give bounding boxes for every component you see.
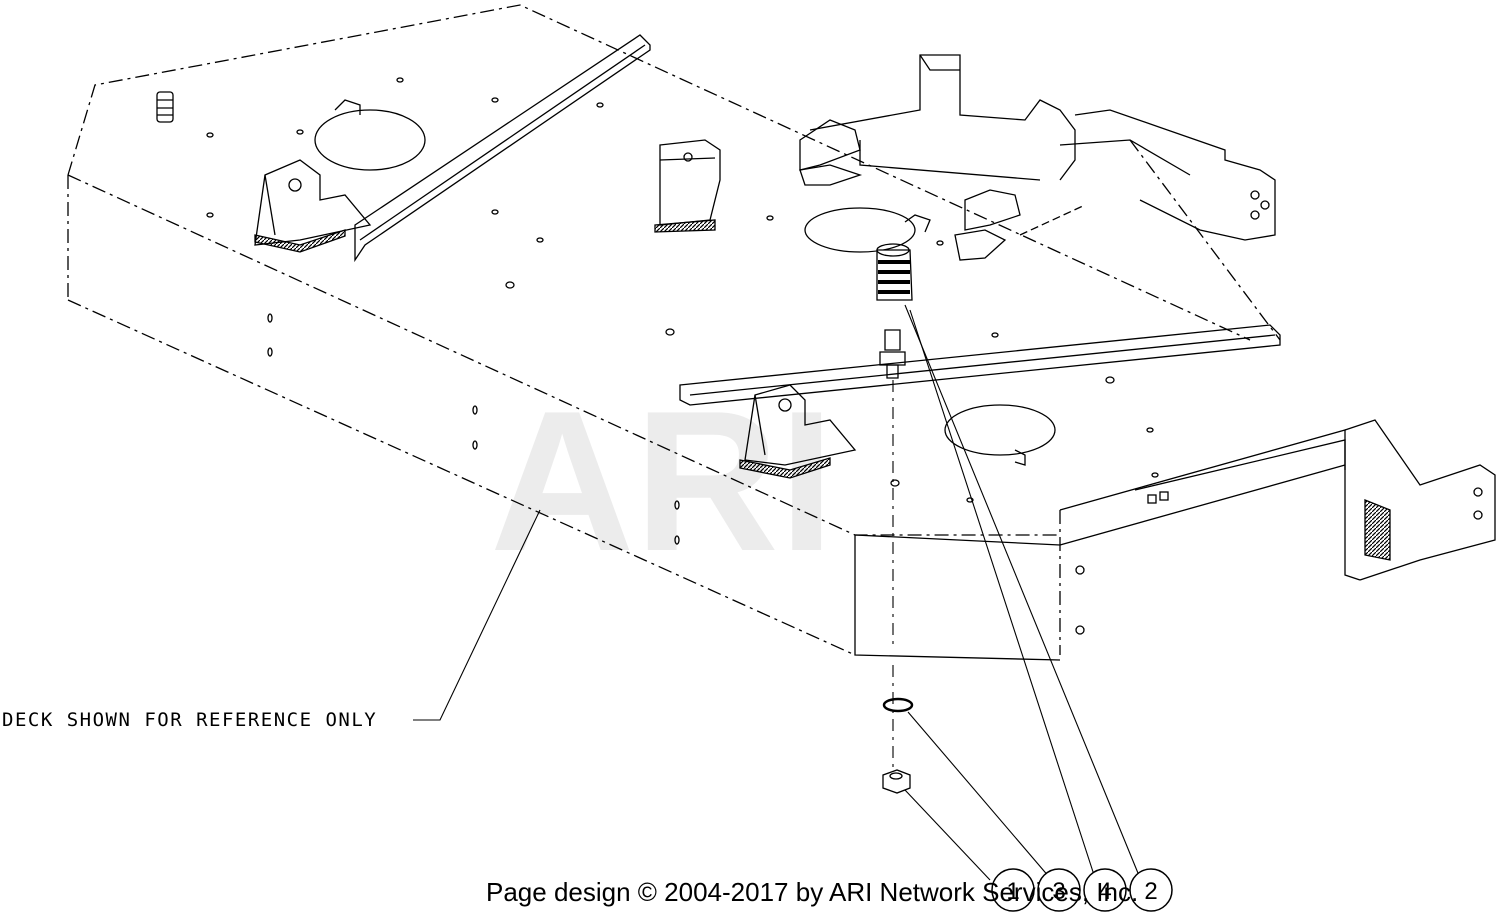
- spindle-hardware: [876, 243, 914, 794]
- callout-1-balloon: [991, 868, 1035, 912]
- callout-1-label: 1: [1006, 878, 1019, 905]
- watermark: ARI: [490, 370, 834, 593]
- callout-3-label: 3: [1052, 878, 1065, 905]
- callout-4-label: 4: [1098, 878, 1111, 905]
- callout-2-label: 2: [1144, 878, 1157, 905]
- callout-3-balloon: [1037, 868, 1081, 912]
- bracket-center: [654, 139, 721, 233]
- grease-fitting: [156, 91, 174, 123]
- callout-4-balloon: [1083, 868, 1127, 912]
- reference-note: DECK SHOWN FOR REFERENCE ONLY: [2, 709, 377, 731]
- bracket-right: [739, 384, 857, 479]
- rear-mount-plate: [799, 54, 1086, 261]
- copyright-footer: Page design © 2004-2017 by ARI Network S…: [486, 877, 1138, 907]
- right-bracket: [1075, 419, 1496, 635]
- deck-front-wall: [854, 429, 1361, 661]
- bracket-left: [254, 159, 372, 253]
- front-rail: [679, 324, 1281, 406]
- rear-bracket: [1059, 109, 1276, 241]
- pulley-openings: [314, 99, 1056, 466]
- leader-lines: [413, 304, 1141, 881]
- callout-2-balloon: [1129, 868, 1173, 912]
- mounting-holes: [206, 77, 1159, 545]
- left-rail: [354, 34, 651, 263]
